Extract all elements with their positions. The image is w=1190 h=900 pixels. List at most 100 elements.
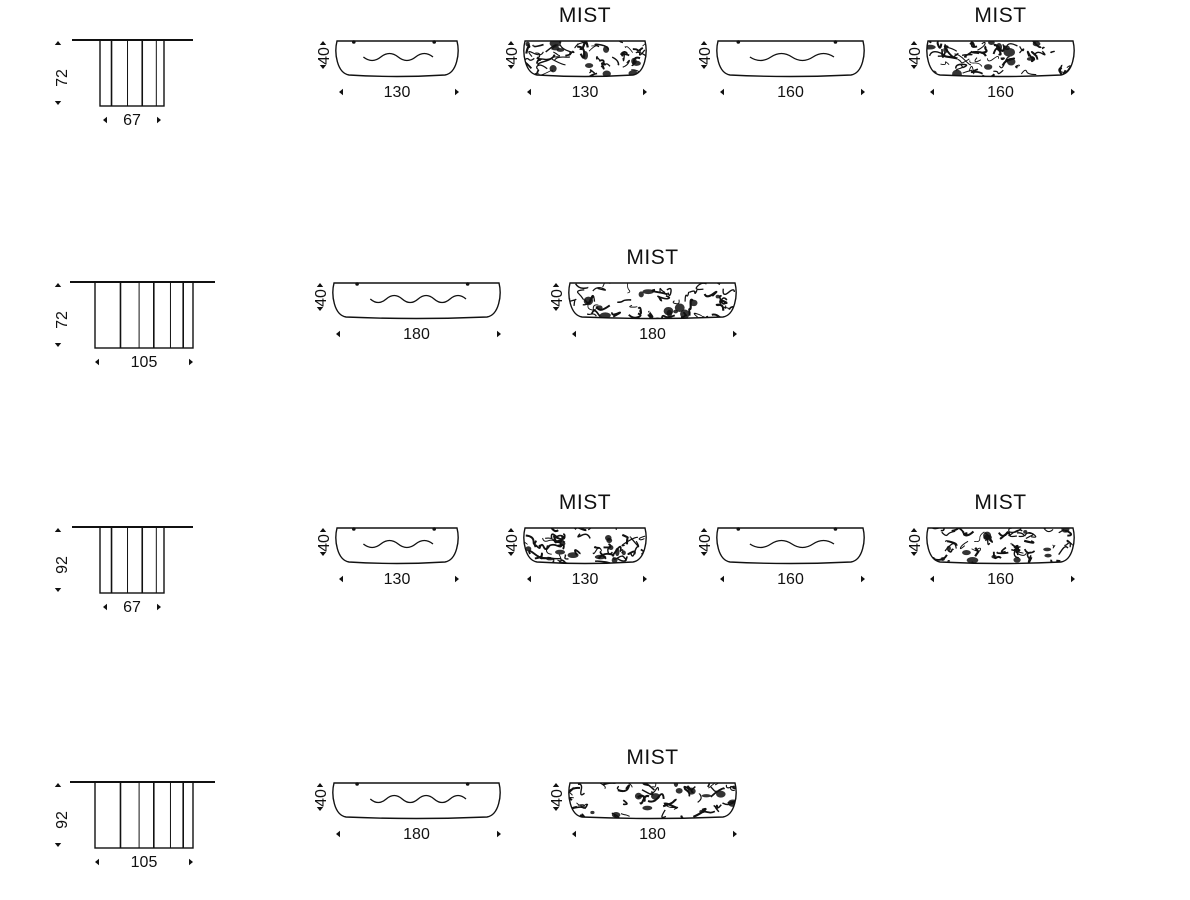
- marble-vein: [533, 69, 540, 77]
- marble-blot: [1006, 57, 1016, 66]
- marble-blot: [946, 545, 951, 552]
- marble-blot: [638, 291, 644, 298]
- marble-blot: [549, 41, 561, 48]
- view-height-arrow-down: [316, 807, 324, 811]
- leg-marker: [352, 40, 356, 44]
- marble-vein: [962, 69, 973, 74]
- view-length-arrow-left: [572, 830, 576, 838]
- marble-vein: [1000, 546, 1007, 554]
- marble-vein: [658, 296, 663, 302]
- marble-vein: [588, 45, 598, 52]
- view-height-label: 40: [907, 47, 924, 65]
- marble-vein: [702, 810, 716, 814]
- view-height-arrow-down: [552, 307, 560, 311]
- base-outline: [94, 281, 194, 349]
- marble-vein: [1027, 554, 1033, 564]
- view-height-arrow-down: [316, 307, 324, 311]
- view-length-arrow-right: [643, 575, 647, 583]
- marble-vein: [611, 56, 620, 66]
- marble-vein: [574, 549, 581, 556]
- base-outline-wave: [362, 52, 434, 62]
- marble-vein: [722, 288, 735, 296]
- view-length-arrow-right: [455, 575, 459, 583]
- view-length-label: 160: [987, 84, 1014, 101]
- mist-marble-pattern: [523, 41, 647, 77]
- view-length-arrow-left: [930, 575, 934, 583]
- marble-vein: [612, 41, 624, 44]
- marble-blot: [674, 303, 685, 312]
- marble-vein: [1064, 542, 1071, 548]
- marble-vein: [574, 41, 586, 49]
- view-height-arrow-down: [319, 552, 327, 556]
- marble-vein: [542, 537, 558, 544]
- marble-vein: [628, 312, 642, 319]
- view-length-arrow-left: [527, 575, 531, 583]
- marble-vein: [684, 291, 690, 302]
- marble-vein: [550, 533, 564, 541]
- view-length-arrow-right: [455, 88, 459, 96]
- marble-vein: [719, 299, 728, 305]
- mist-marble-pattern: [926, 528, 1074, 564]
- marble-vein: [728, 814, 737, 819]
- marble-blot: [962, 550, 971, 556]
- marble-blot: [995, 43, 1003, 52]
- marble-vein: [533, 543, 541, 549]
- view-length-arrow-right: [861, 575, 865, 583]
- marble-vein: [666, 287, 672, 297]
- leg-marker: [432, 40, 437, 44]
- marble-vein: [987, 56, 999, 62]
- top-view-outline: [716, 527, 865, 565]
- marble-vein: [947, 548, 954, 553]
- marble-vein: [547, 558, 555, 564]
- marble-blot: [675, 787, 683, 794]
- view-length-arrow-right: [861, 88, 865, 96]
- marble-vein: [592, 287, 607, 292]
- marble-vein: [532, 43, 544, 48]
- view-length-label: 130: [572, 571, 599, 588]
- marble-blot: [605, 534, 612, 541]
- top-view-outline: [332, 782, 501, 820]
- marble-blot: [1061, 528, 1070, 533]
- marble-vein: [616, 785, 623, 792]
- marble-vein: [592, 304, 599, 311]
- marble-vein: [952, 52, 959, 58]
- marble-vein: [595, 56, 602, 62]
- side-height-label: 72: [54, 69, 71, 87]
- height-arrow-down: [54, 588, 62, 592]
- view-height-arrow-up: [552, 283, 560, 287]
- view-height-label: 40: [504, 47, 521, 65]
- side-width-label: 67: [123, 112, 141, 129]
- marble-blot: [602, 70, 611, 77]
- marble-vein: [1020, 69, 1037, 76]
- marble-vein: [941, 530, 956, 537]
- marble-blot: [582, 51, 589, 60]
- side-height-label: 92: [54, 556, 71, 574]
- marble-vein: [624, 46, 634, 53]
- marble-vein: [630, 545, 640, 557]
- top-view-outline: [926, 40, 1075, 78]
- marble-vein: [657, 295, 671, 300]
- marble-vein: [710, 787, 726, 798]
- marble-blot: [525, 41, 530, 47]
- marble-vein: [1052, 544, 1056, 549]
- base-outline-wave: [749, 52, 835, 62]
- marble-vein: [723, 305, 730, 310]
- marble-vein: [620, 50, 629, 56]
- marble-blot: [673, 783, 679, 787]
- marble-vein: [639, 794, 650, 805]
- marble-vein: [706, 783, 713, 788]
- marble-vein: [970, 68, 984, 75]
- marble-vein: [1066, 539, 1074, 546]
- view-length-label: 130: [572, 84, 599, 101]
- height-arrow-up: [54, 283, 62, 287]
- marble-vein: [621, 536, 639, 547]
- marble-blot: [988, 41, 995, 45]
- marble-vein: [936, 41, 943, 49]
- height-arrow-up: [54, 41, 62, 45]
- marble-blot: [596, 305, 603, 311]
- width-arrow-right: [157, 603, 161, 611]
- marble-vein: [560, 559, 572, 564]
